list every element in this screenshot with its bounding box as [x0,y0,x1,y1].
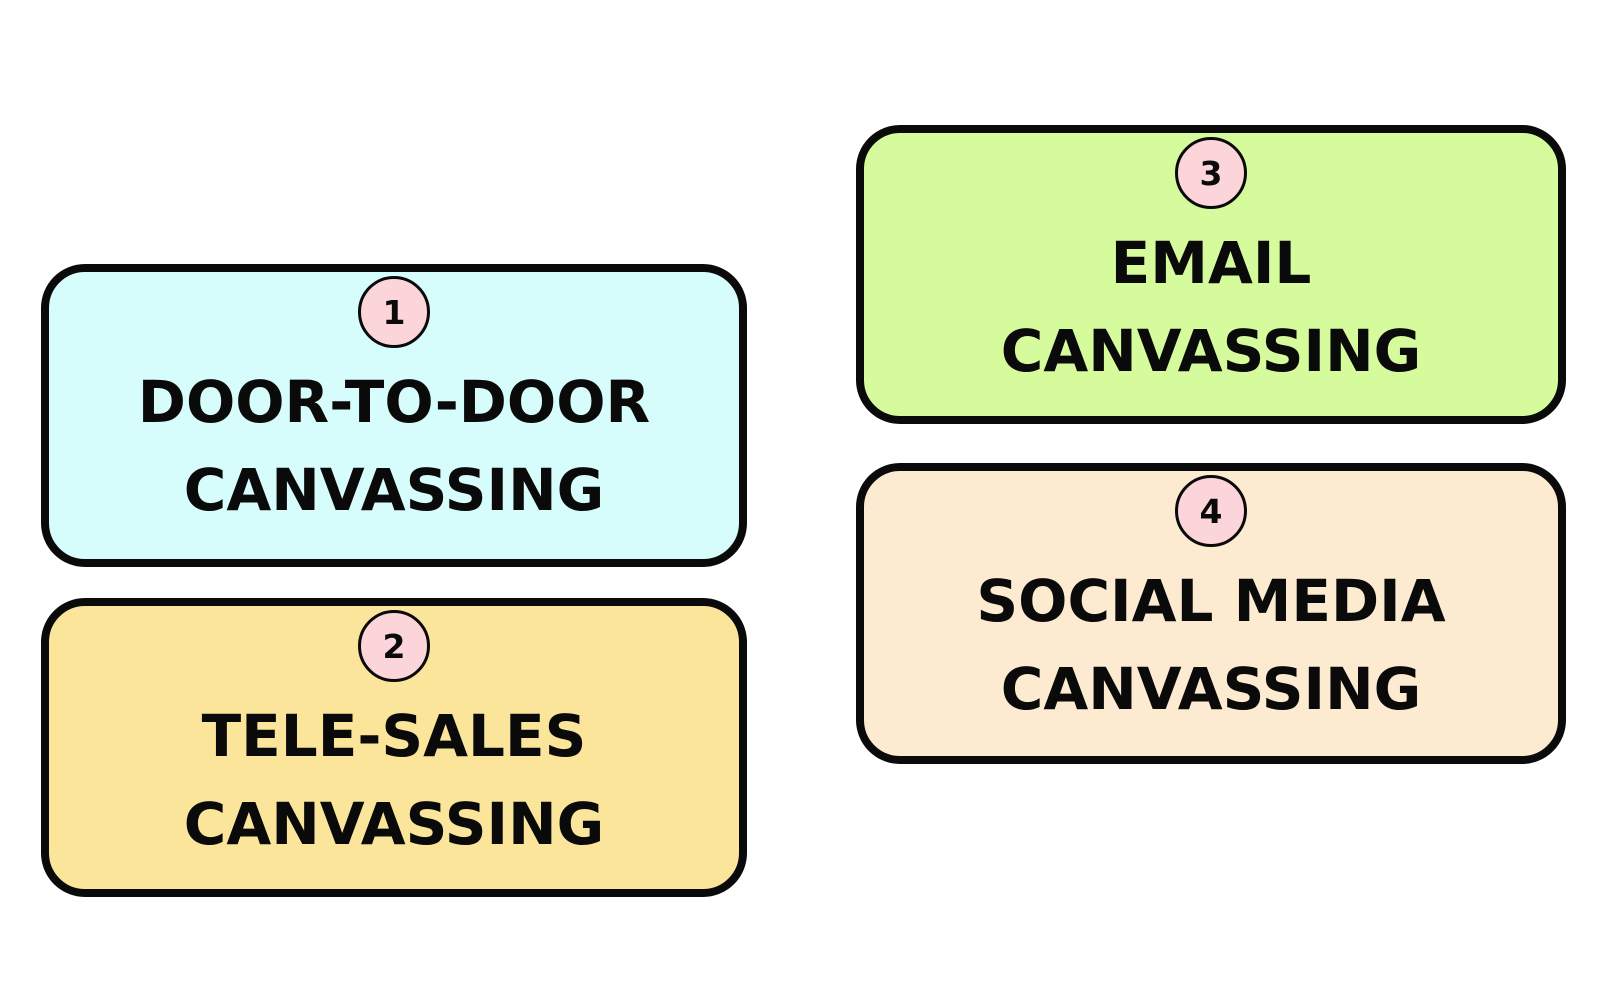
number-badge-3: 3 [1175,137,1247,209]
card-label: TELE-SALES CANVASSING [184,692,605,868]
number-badge-1: 1 [358,276,430,348]
card-label-line-2: CANVASSING [1000,317,1422,385]
card-label: SOCIAL MEDIA CANVASSING [976,557,1445,733]
card-label-line-2: CANVASSING [1000,655,1422,723]
card-label-line-1: TELE-SALES [201,702,587,770]
card-label: EMAIL CANVASSING [1001,219,1422,395]
card-label-line-1: EMAIL [1110,229,1312,297]
card-social-media: 4 SOCIAL MEDIA CANVASSING [856,463,1566,764]
card-email: 3 EMAIL CANVASSING [856,125,1566,424]
card-label: DOOR-TO-DOOR CANVASSING [138,358,650,534]
number-badge-2: 2 [358,610,430,682]
card-label-line-1: SOCIAL MEDIA [976,567,1446,635]
number-badge-4: 4 [1175,475,1247,547]
card-label-line-2: CANVASSING [183,790,605,858]
card-label-line-1: DOOR-TO-DOOR [137,368,651,436]
card-label-line-2: CANVASSING [183,456,605,524]
card-tele-sales: 2 TELE-SALES CANVASSING [41,598,747,897]
card-door-to-door: 1 DOOR-TO-DOOR CANVASSING [41,264,747,567]
